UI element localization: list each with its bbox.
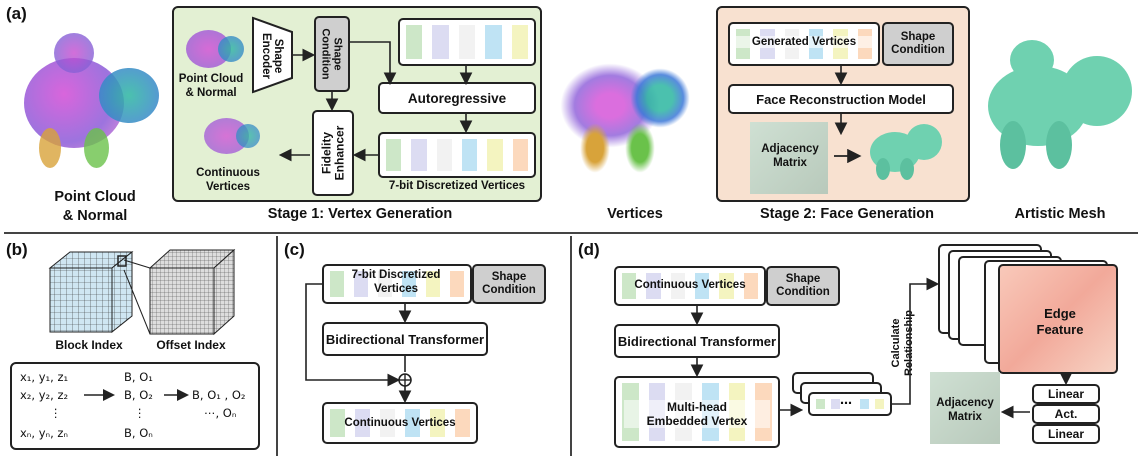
- xyz-row-n: xₙ, yₙ, zₙ: [20, 426, 69, 440]
- embedding-dots: ⋯: [840, 396, 852, 410]
- horizontal-divider: [4, 232, 1138, 234]
- vertices-caption: Vertices: [607, 206, 663, 222]
- shape-condition-box-stage2: Shape Condition: [882, 22, 954, 66]
- continuous-label-d: Continuous Vertices: [634, 279, 746, 291]
- stage1-caption: Stage 1: Vertex Generation: [267, 206, 453, 222]
- adjacency-matrix-image-a: [750, 122, 828, 194]
- artistic-mesh-image: [980, 26, 1140, 176]
- edge-feature-box: [998, 264, 1118, 374]
- continuous-vertices-label-a: Continuous Vertices: [196, 167, 260, 193]
- edge-feature-label: Edge Feature: [1036, 306, 1084, 337]
- block-index-label: Block Index: [55, 338, 123, 352]
- generated-vertices-label: Generated Vertices: [734, 36, 874, 48]
- input-point-cloud-caption: Point Cloud & Normal: [54, 189, 136, 224]
- bo-row-n: B, Oₙ: [124, 426, 153, 440]
- small-point-cloud-image: [186, 22, 246, 72]
- linear-box-2: Linear: [1032, 424, 1100, 444]
- point-cloud-image: [14, 28, 164, 178]
- fidelity-enhancer-box: Fidelity Enhancer: [312, 110, 354, 196]
- multihead-label: Multi-head Embedded Vertex: [624, 400, 770, 428]
- continuous-label-c: Continuous Vertices: [344, 417, 456, 429]
- bidirectional-transformer-c: Bidirectional Transformer: [322, 322, 488, 356]
- panel-d-label: (d): [578, 240, 600, 259]
- adjacency-matrix-label-d: Adjacency Matrix: [936, 397, 994, 423]
- shape-encoder-label: Shape Encoder: [260, 32, 284, 79]
- quantization-box: [10, 362, 260, 450]
- token-sequence-top: [398, 18, 536, 66]
- vertices-image: [550, 28, 700, 178]
- face-reconstruction-box: Face Reconstruction Model: [728, 84, 954, 114]
- bidirectional-transformer-d: Bidirectional Transformer: [614, 324, 780, 358]
- artistic-mesh-caption: Artistic Mesh: [1014, 206, 1106, 222]
- discretized-vertices-label: 7-bit Discretized Vertices: [388, 180, 526, 192]
- shape-condition-box-a: Shape Condition: [314, 16, 350, 92]
- small-mesh-image: [866, 118, 946, 182]
- divider-b-c: [276, 236, 278, 456]
- linear-box-1: Linear: [1032, 384, 1100, 404]
- xyz-row-dots: ⋮: [50, 406, 62, 420]
- result-line-2: ⋯, Oₙ: [204, 406, 237, 420]
- bo-row-2: B, O₂: [124, 388, 153, 402]
- result-line-1: B, O₁ , O₂: [192, 388, 246, 402]
- adjacency-matrix-label-a: Adjacency Matrix: [761, 143, 819, 169]
- offset-index-label: Offset Index: [156, 338, 226, 352]
- shape-condition-d: Shape Condition: [766, 266, 840, 306]
- calculate-relationship-label: Calculate Relationship: [890, 310, 915, 377]
- shape-condition-c: Shape Condition: [472, 264, 546, 304]
- stage2-caption: Stage 2: Face Generation: [759, 206, 935, 222]
- bo-row-dots: ⋮: [134, 406, 146, 420]
- adjacency-matrix-image-d: [930, 372, 1000, 444]
- continuous-token-d: [614, 266, 766, 306]
- small-point-cloud-label: Point Cloud & Normal: [178, 73, 244, 99]
- bo-row-1: B, O₁: [124, 370, 153, 384]
- panel-c-label: (c): [284, 240, 305, 259]
- xyz-row-1: x₁, y₁, z₁: [20, 370, 69, 384]
- autoregressive-box: Autoregressive: [378, 82, 536, 114]
- continuous-vertices-image: [204, 112, 264, 158]
- panel-a-label: (a): [6, 4, 27, 23]
- act-box: Act.: [1032, 404, 1100, 424]
- token-sequence-bottom: [378, 132, 536, 178]
- xyz-row-2: x₂, y₂, z₂: [20, 388, 69, 402]
- panel-b-label: (b): [6, 240, 28, 259]
- discretized-label-c: 7-bit Discretized Vertices: [351, 269, 441, 295]
- divider-c-d: [570, 236, 572, 456]
